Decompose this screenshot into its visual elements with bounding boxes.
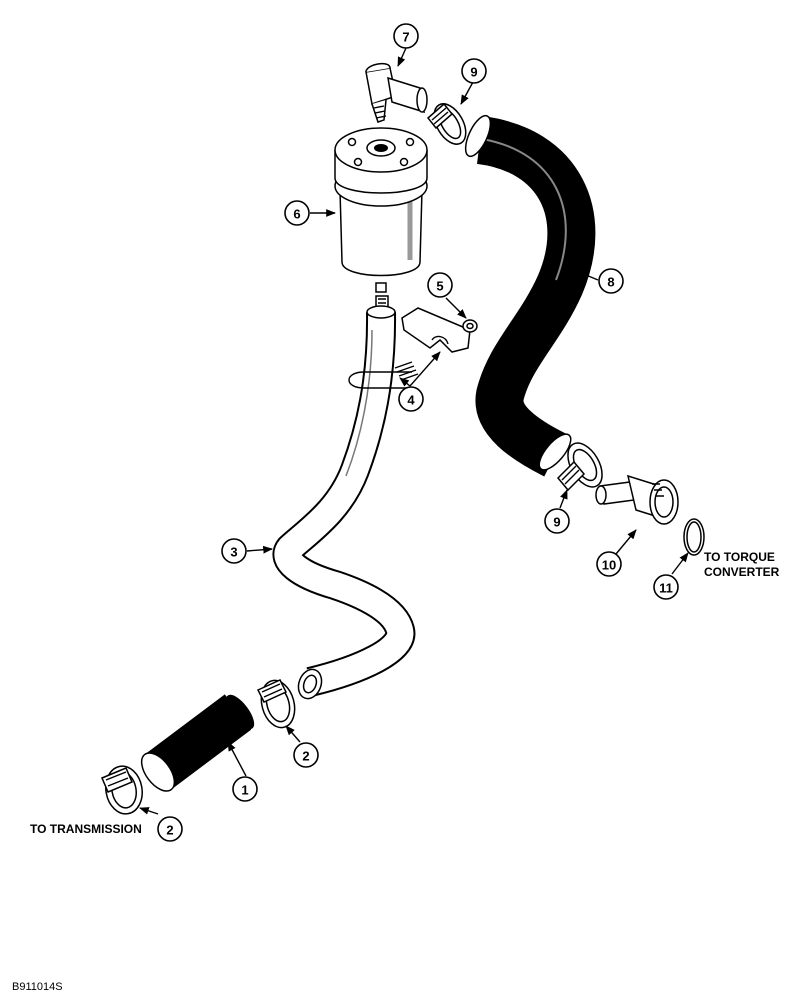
callout-7: 7 <box>393 23 419 49</box>
nut-part-5 <box>462 319 478 333</box>
callout-10: 10 <box>596 551 622 577</box>
clamp-part-9-top <box>426 102 467 145</box>
svg-text:2: 2 <box>166 823 173 838</box>
label-to-transmission: TO TRANSMISSION <box>30 822 142 836</box>
svg-text:4: 4 <box>407 393 415 408</box>
svg-text:3: 3 <box>230 545 237 560</box>
svg-text:7: 7 <box>402 30 409 45</box>
callout-2-middle: 2 <box>293 742 319 768</box>
svg-text:8: 8 <box>607 275 614 290</box>
clip-part-4 <box>401 307 471 353</box>
callout-4: 4 <box>398 386 424 412</box>
tube-part-3 <box>272 295 416 700</box>
label-to-torque-line1: TO TORQUE <box>704 550 775 564</box>
o-ring-part-11 <box>683 518 705 556</box>
svg-text:9: 9 <box>553 515 560 530</box>
hose-part-1 <box>140 694 255 792</box>
svg-text:9: 9 <box>470 65 477 80</box>
callout-9-top: 9 <box>461 58 487 84</box>
u-bolt-part-4 <box>348 361 419 389</box>
callout-2-lower: 2 <box>157 816 183 842</box>
hose-part-8 <box>464 114 596 477</box>
clamp-part-9-lower <box>556 442 603 492</box>
callout-11: 11 <box>653 574 679 600</box>
svg-text:10: 10 <box>602 558 616 573</box>
callout-6: 6 <box>284 200 310 226</box>
svg-text:1: 1 <box>241 783 248 798</box>
leader-lines <box>139 47 689 815</box>
callout-9-lower: 9 <box>544 508 570 534</box>
clamp-part-2-middle <box>256 679 296 729</box>
callout-8: 8 <box>598 268 624 294</box>
clamp-part-2-lower <box>101 765 143 815</box>
filter-part-6 <box>334 127 428 293</box>
callout-3: 3 <box>221 538 247 564</box>
svg-text:2: 2 <box>302 749 309 764</box>
svg-text:6: 6 <box>293 207 300 222</box>
elbow-fitting-part-7 <box>365 62 428 123</box>
svg-text:5: 5 <box>436 279 443 294</box>
adapter-part-10 <box>595 474 679 525</box>
callout-5: 5 <box>427 272 453 298</box>
callout-1: 1 <box>232 776 258 802</box>
svg-text:11: 11 <box>659 581 673 596</box>
figure-id: B911014S <box>12 981 63 993</box>
label-to-torque-line2: CONVERTER <box>704 565 780 579</box>
